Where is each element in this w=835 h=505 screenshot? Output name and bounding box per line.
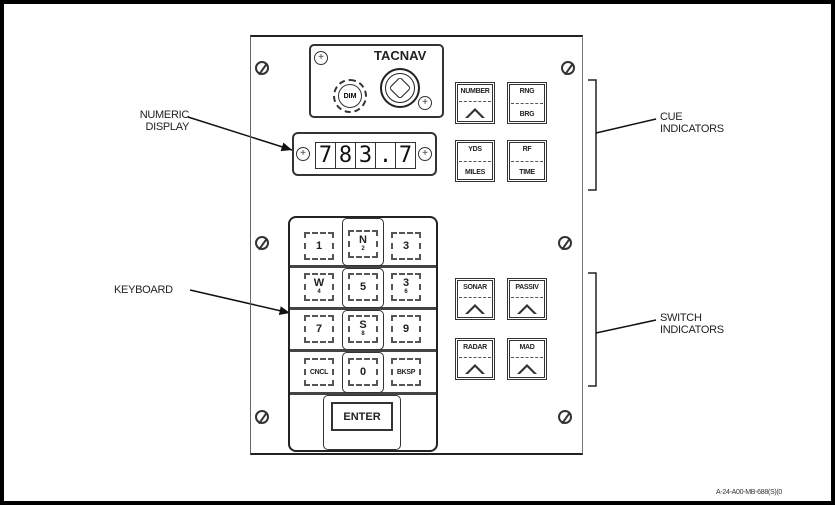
callout-switch-indicators: SWITCH INDICATORS xyxy=(660,312,724,336)
display-digit: 7 xyxy=(398,143,413,168)
switch-indicator-mad[interactable]: MAD xyxy=(507,338,547,380)
switch-bracket xyxy=(588,272,597,387)
enter-cell-divider xyxy=(323,395,401,450)
cue-indicator-rf-time[interactable]: RF TIME xyxy=(507,140,547,182)
keyboard xyxy=(288,216,438,452)
cue-label: TIME xyxy=(519,169,535,176)
keyboard-row-divider xyxy=(290,349,436,352)
tacnav-control-head xyxy=(309,44,444,118)
screw-icon xyxy=(255,410,269,424)
keyboard-cell-divider xyxy=(342,268,384,308)
screw-icon: + xyxy=(418,96,432,110)
tacnav-title: TACNAV xyxy=(374,48,427,63)
key-7[interactable]: 7 xyxy=(304,315,334,343)
callout-numeric-display: NUMERIC DISPLAY xyxy=(139,109,190,133)
cue-bracket xyxy=(588,79,597,191)
keyboard-cell-divider xyxy=(342,352,384,393)
triangle-icon xyxy=(465,108,485,118)
numeric-display xyxy=(292,132,437,176)
cue-label: BRG xyxy=(519,111,535,118)
triangle-icon xyxy=(465,304,485,314)
triangle-icon xyxy=(465,364,485,374)
cue-label: NUMBER xyxy=(460,88,490,95)
keyboard-cell-divider xyxy=(342,218,384,266)
key-5[interactable]: 5 xyxy=(348,273,378,301)
cue-indicator-number[interactable]: NUMBER xyxy=(455,82,495,124)
key-bksp[interactable]: BKSP xyxy=(391,358,421,386)
numeric-display-leader xyxy=(187,116,293,152)
callout-cue-indicators: CUE INDICATORS xyxy=(660,111,724,135)
numeric-display-digits: 7 8 3 . 7 xyxy=(315,142,416,169)
key-0[interactable]: 0 xyxy=(348,358,378,386)
cue-label: RNG xyxy=(519,88,535,95)
switch-indicator-passiv[interactable]: PASSIV xyxy=(507,278,547,320)
cue-leader xyxy=(595,118,657,134)
triangle-icon xyxy=(517,304,537,314)
display-digit: 3 xyxy=(356,143,376,168)
display-digit: 7 xyxy=(316,143,336,168)
screw-icon: + xyxy=(314,51,328,65)
screw-icon xyxy=(558,236,572,250)
switch-indicator-radar[interactable]: RADAR xyxy=(455,338,495,380)
screw-icon xyxy=(255,236,269,250)
keyboard-leader xyxy=(189,289,291,316)
cue-indicator-rng-brg[interactable]: RNG BRG xyxy=(507,82,547,124)
keyboard-row-divider xyxy=(290,265,436,268)
switch-label: RADAR xyxy=(463,344,487,351)
screw-icon xyxy=(255,61,269,75)
screw-icon xyxy=(561,61,575,75)
cue-label: RF xyxy=(522,146,532,153)
figure-id: A-24-A00-MB-688(S)(0 xyxy=(716,489,782,496)
callout-keyboard: KEYBOARD xyxy=(114,284,173,296)
switch-indicator-sonar[interactable]: SONAR xyxy=(455,278,495,320)
keyboard-cell-divider xyxy=(342,310,384,350)
switch-leader xyxy=(595,319,657,334)
screw-icon xyxy=(558,410,572,424)
cue-label: MILES xyxy=(465,169,485,176)
dim-knob-label: DIM xyxy=(338,84,362,108)
tacnav-panel xyxy=(250,35,583,455)
display-digit: 8 xyxy=(336,143,356,168)
screw-icon: + xyxy=(418,147,432,161)
display-decimal: . xyxy=(376,143,396,168)
cue-indicator-yds-miles[interactable]: YDS MILES xyxy=(455,140,495,182)
key-3[interactable]: 3 xyxy=(391,232,421,260)
enter-key[interactable]: ENTER xyxy=(331,402,393,431)
dim-knob[interactable]: DIM xyxy=(333,79,367,113)
cue-label: YDS xyxy=(468,146,482,153)
key-1[interactable]: 1 xyxy=(304,232,334,260)
switch-label: SONAR xyxy=(463,284,487,291)
keyboard-row-divider xyxy=(290,307,436,310)
key-cncl[interactable]: CNCL xyxy=(304,358,334,386)
key-9[interactable]: 9 xyxy=(391,315,421,343)
switch-label: MAD xyxy=(519,344,535,351)
screw-icon: + xyxy=(296,147,310,161)
keyboard-row-divider xyxy=(290,392,436,395)
selector-knob[interactable] xyxy=(380,68,420,108)
triangle-icon xyxy=(517,364,537,374)
switch-label: PASSIV xyxy=(515,284,539,291)
